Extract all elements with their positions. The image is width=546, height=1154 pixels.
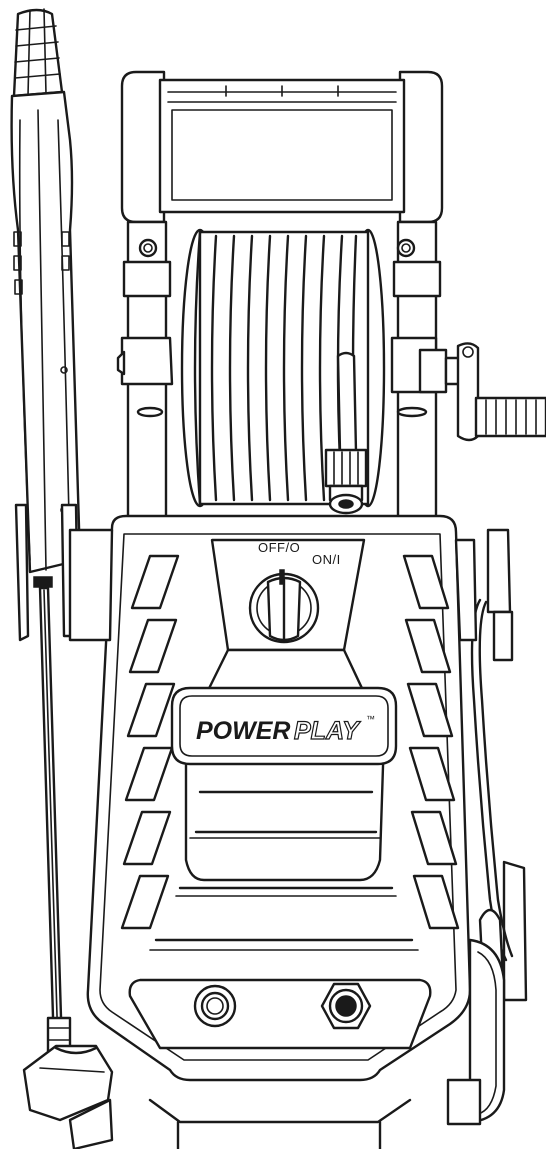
switch-off-label: OFF/O	[258, 540, 300, 555]
wheels	[68, 938, 506, 1151]
vents-right	[402, 554, 460, 930]
power-switch[interactable]: OFF/O ON/I	[248, 540, 341, 644]
water-outlet-port	[320, 982, 372, 1030]
hose-reel	[180, 228, 386, 515]
vents-left	[120, 554, 180, 930]
switch-on-label: ON/I	[312, 552, 341, 567]
water-inlet-port	[193, 984, 237, 1028]
brand-name-outline: PLAY	[294, 717, 361, 745]
cord-hook	[470, 528, 528, 1002]
brand-trademark: ™	[366, 714, 375, 724]
wand-holder	[22, 1044, 114, 1122]
reel-crank	[418, 342, 546, 442]
handle-frame	[116, 70, 444, 522]
brand-name-bold: POWER	[196, 717, 290, 745]
spray-wand	[10, 8, 82, 1056]
brand-badge: POWER PLAY ™	[170, 686, 398, 766]
